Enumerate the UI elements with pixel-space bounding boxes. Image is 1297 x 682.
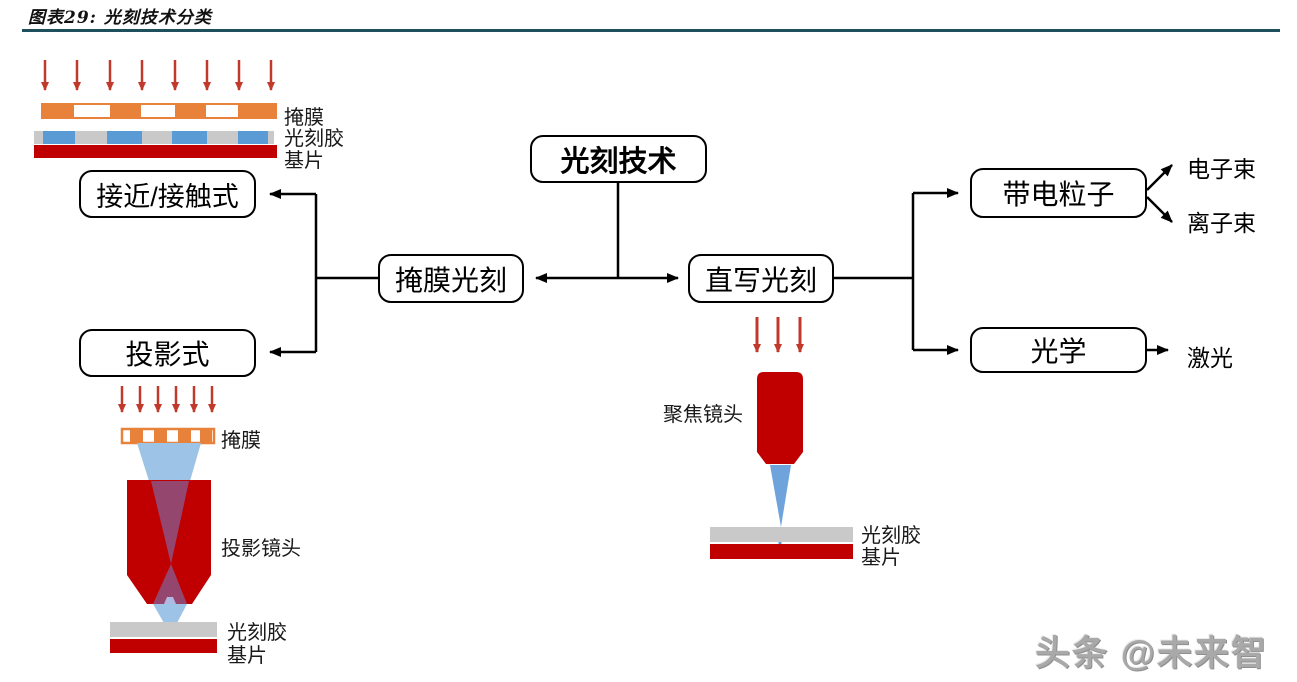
- label-ion-beam: 离子束: [1187, 210, 1256, 236]
- node-optical: 光学: [970, 327, 1147, 373]
- mask-layer-icon: [120, 427, 216, 445]
- node-projection: 投影式: [79, 329, 256, 377]
- node-mask-lithography: 掩膜光刻: [378, 254, 524, 303]
- substrate-layer-icon: [710, 544, 853, 559]
- direct-write-illustration: [710, 317, 853, 559]
- title-divider-line: [22, 29, 1280, 32]
- contact-illustration: [34, 60, 277, 158]
- tree-connectors: [269, 164, 1173, 357]
- arrow-to-ion-beam: [1146, 196, 1173, 223]
- label-directwrite-substrate: 基片: [861, 547, 901, 569]
- node-charged-particle: 带电粒子: [970, 168, 1147, 218]
- converging-beam-icon: [137, 443, 201, 481]
- substrate-layer-icon: [34, 145, 277, 158]
- node-lithography-tech: 光刻技术: [530, 135, 707, 183]
- label-contact-substrate: 基片: [284, 150, 324, 172]
- light-arrows-icon: [753, 317, 804, 353]
- focus-lens-icon: [757, 372, 803, 464]
- watermark: 头条 @未来智库: [1035, 634, 1268, 673]
- label-projection-resist: 光刻胶: [227, 622, 287, 644]
- label-projection-mask: 掩膜: [221, 430, 261, 452]
- label-projection-lens: 投影镜头: [221, 538, 301, 560]
- node-direct-write-lithography: 直写光刻: [688, 254, 834, 303]
- arrow-to-electron-beam: [1146, 164, 1173, 191]
- exit-beam-icon: [153, 604, 187, 623]
- substrate-layer-icon: [110, 639, 217, 653]
- inner-beam-upper-icon: [151, 481, 189, 564]
- inner-beam-lower-icon: [153, 564, 187, 604]
- label-electron-beam: 电子束: [1187, 156, 1256, 182]
- resist-layer-icon: [34, 131, 274, 144]
- label-contact-resist: 光刻胶: [284, 128, 344, 150]
- focused-beam-icon: [770, 465, 791, 527]
- figure-title: 图表29: 光刻技术分类: [28, 8, 212, 28]
- label-projection-substrate: 基片: [227, 645, 267, 667]
- label-directwrite-lens: 聚焦镜头: [663, 404, 743, 426]
- resist-layer-icon: [110, 622, 217, 637]
- node-proximity-contact: 接近/接触式: [79, 170, 256, 218]
- label-contact-mask: 掩膜: [284, 107, 324, 129]
- label-directwrite-resist: 光刻胶: [861, 525, 921, 547]
- label-laser: 激光: [1187, 345, 1233, 371]
- light-arrows-icon: [41, 60, 275, 91]
- light-arrows-icon: [118, 386, 216, 413]
- resist-layer-icon: [710, 527, 853, 542]
- projection-illustration: [110, 386, 217, 653]
- mask-layer-icon: [41, 103, 277, 119]
